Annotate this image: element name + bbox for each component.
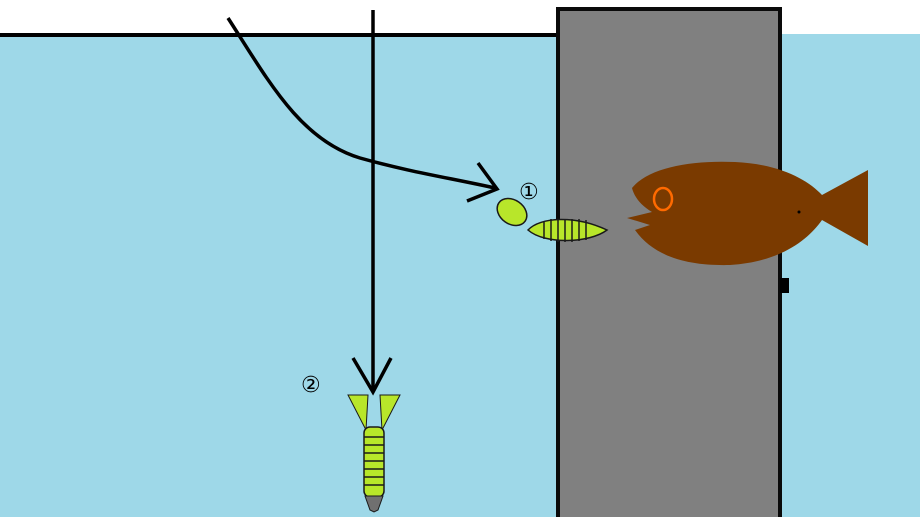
arrowhead-2 xyxy=(351,357,393,396)
lure-2-sinker xyxy=(364,495,384,513)
line-to-lure-1 xyxy=(226,17,496,190)
fish-eye xyxy=(652,186,674,212)
marker-2: ② xyxy=(301,373,321,398)
lure-2-tail-right xyxy=(379,394,401,432)
pillar-notch xyxy=(780,278,789,293)
lure-2-tail-left xyxy=(347,394,369,432)
lure-1 xyxy=(496,197,609,242)
fish xyxy=(627,161,868,266)
lure-2-segments xyxy=(364,436,384,486)
marker-1: ① xyxy=(519,180,539,205)
arrowhead-1 xyxy=(466,161,500,203)
fish-nostril xyxy=(797,210,801,214)
lure-1-segments xyxy=(543,219,587,242)
fish-body xyxy=(627,161,868,266)
lure-2 xyxy=(347,394,401,513)
lure-1-head xyxy=(496,197,528,227)
